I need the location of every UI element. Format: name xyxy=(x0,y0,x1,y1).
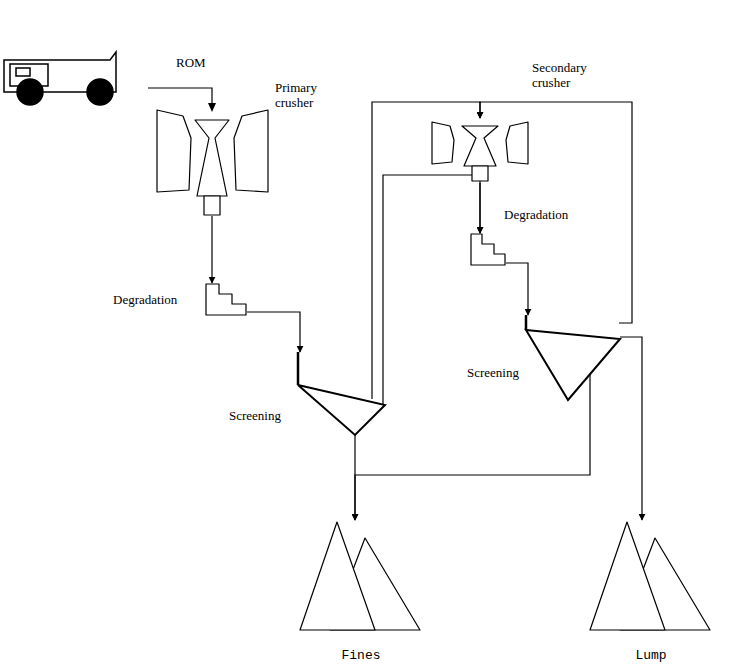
icon-stroke xyxy=(506,122,528,164)
icon-stroke xyxy=(204,196,220,215)
rom-arrow xyxy=(148,88,212,104)
secondary-crusher: Secondary crusher xyxy=(430,118,530,183)
flow-line xyxy=(479,183,480,233)
secondary-crusher-icon xyxy=(430,118,530,183)
screen-deck: Screening xyxy=(295,352,387,437)
stockpile-icon xyxy=(300,520,422,632)
unit-label: Screening xyxy=(467,365,537,380)
icon-stroke xyxy=(526,330,620,400)
icon-stroke xyxy=(472,166,488,181)
flow-line xyxy=(355,373,590,520)
flow-line xyxy=(354,435,355,520)
haul-truck xyxy=(4,52,116,105)
rom-arrow-head xyxy=(208,103,216,112)
flow-line xyxy=(372,102,480,399)
icon-stroke xyxy=(471,234,505,265)
stockpile: Lump xyxy=(590,520,712,632)
icon-stroke xyxy=(234,110,268,192)
flow-line xyxy=(211,216,212,283)
icon-stroke xyxy=(525,315,528,330)
flow-line xyxy=(620,337,642,520)
screen-deck-icon xyxy=(295,352,387,437)
icon-stroke xyxy=(206,284,246,315)
primary-crusher-icon xyxy=(155,108,270,216)
unit-label: Primary crusher xyxy=(275,80,337,110)
screen-deck: Screening xyxy=(523,315,623,403)
unit-label: Secondary crusher xyxy=(532,60,602,90)
icon-stroke xyxy=(432,122,454,164)
icon-stroke xyxy=(462,126,498,166)
pile-label: Lump xyxy=(590,648,712,663)
truck-wheel xyxy=(17,79,43,105)
degradation-step-icon xyxy=(470,233,506,266)
truck-wheel xyxy=(87,79,113,105)
stockpile-icon xyxy=(590,520,712,632)
unit-label: Screening xyxy=(229,408,299,423)
icon-stroke xyxy=(297,352,300,385)
degradation-step-icon xyxy=(205,283,247,316)
unit-label: Degradation xyxy=(113,292,193,307)
primary-crusher: Primary crusher xyxy=(155,108,270,216)
truck-window xyxy=(16,68,30,76)
degradation-step: Degradation xyxy=(470,233,506,266)
flow-line xyxy=(383,175,480,404)
unit-label: Degradation xyxy=(504,207,584,222)
screen-deck-icon xyxy=(523,315,623,403)
stockpile: Fines xyxy=(300,520,422,632)
degradation-step: Degradation xyxy=(205,283,247,316)
flow-line xyxy=(480,102,632,323)
icon-stroke xyxy=(195,120,229,196)
pile-label: Fines xyxy=(300,648,422,663)
flow-line xyxy=(506,263,528,315)
icon-stroke xyxy=(157,110,191,192)
icon-stroke xyxy=(590,522,665,630)
feed-label: ROM xyxy=(176,55,206,70)
icon-stroke xyxy=(300,522,375,630)
flow-line xyxy=(247,312,300,352)
icon-stroke xyxy=(298,385,385,435)
